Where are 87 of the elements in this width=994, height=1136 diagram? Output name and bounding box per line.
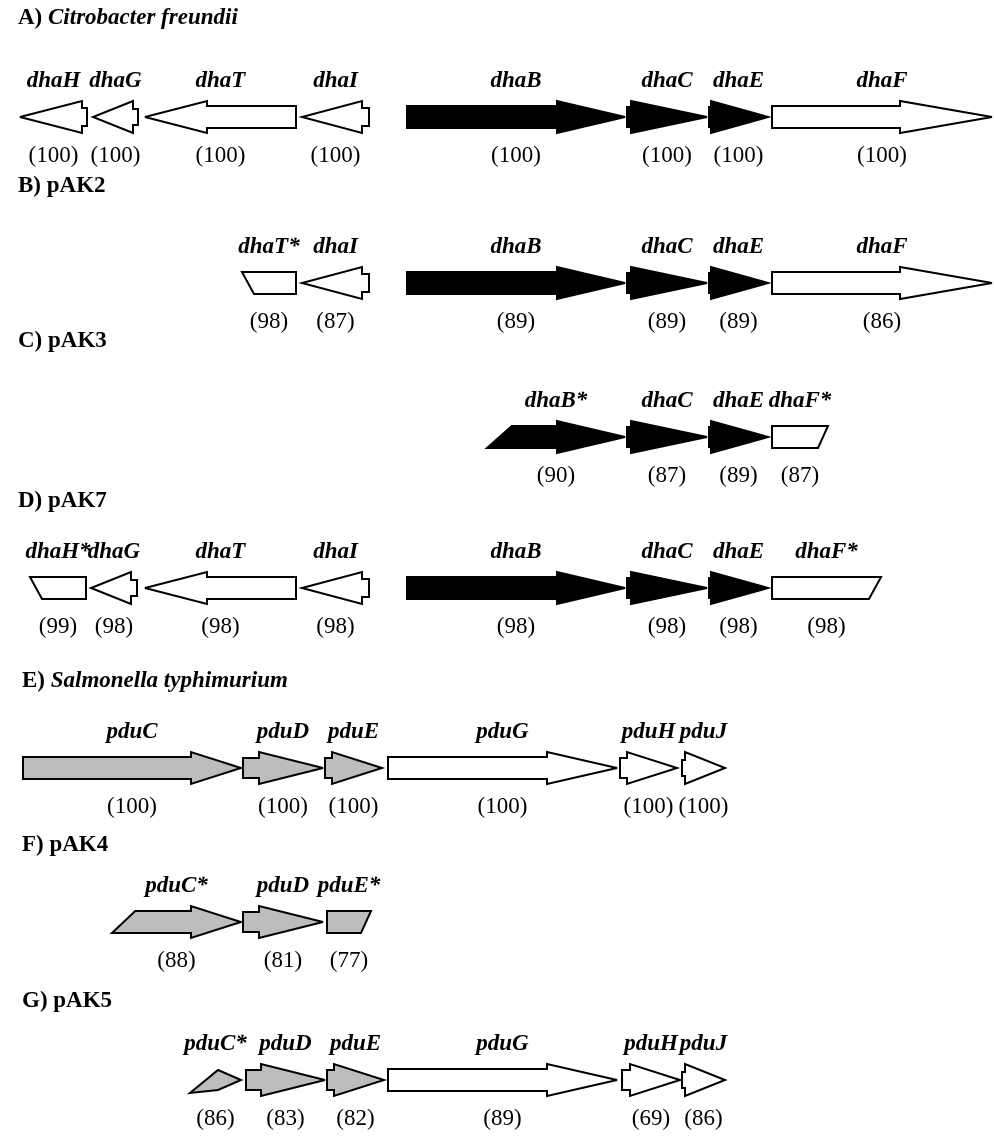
identity-percent: (89) <box>483 1105 522 1131</box>
gene-name: pduJ <box>679 718 728 744</box>
gene-name: pduC* <box>145 872 208 898</box>
identity-percent: (89) <box>719 308 758 334</box>
gene-name: dhaT <box>195 67 246 93</box>
gene-name: pduH <box>624 1030 678 1056</box>
gene-name: dhaF <box>856 67 908 93</box>
identity-percent: (81) <box>263 947 303 973</box>
gene-name: dhaG <box>89 67 142 93</box>
identity-percent: (100) <box>678 793 729 819</box>
gene-name: pduD <box>259 1030 312 1056</box>
identity-percent: (100) <box>623 793 674 819</box>
gene-name: pduD <box>256 718 310 744</box>
identity-percent: (89) <box>496 308 536 334</box>
identity-percent: (77) <box>329 947 369 973</box>
gene-name: pduG <box>476 718 529 744</box>
identity-percent: (87) <box>647 462 687 488</box>
panel-title: C) pAK3 <box>18 327 107 353</box>
gene-name: dhaI <box>313 67 358 93</box>
identity-percent: (100) <box>258 793 308 819</box>
gene-name: dhaI <box>313 233 358 259</box>
identity-percent: (98) <box>807 613 846 639</box>
gene-name: pduJ <box>679 1030 728 1056</box>
gene-name: pduD <box>256 872 310 898</box>
gene-name: dhaE <box>712 538 765 564</box>
identity-percent: (98) <box>316 613 355 639</box>
identity-percent: (100) <box>491 142 541 168</box>
panel-title: B) pAK2 <box>18 172 106 198</box>
identity-percent: (100) <box>642 142 692 168</box>
gene-name: dhaC <box>641 233 693 259</box>
gene-name: dhaE <box>712 67 765 93</box>
identity-percent: (98) <box>647 613 687 639</box>
identity-percent: (98) <box>94 613 134 639</box>
identity-percent: (100) <box>28 142 79 168</box>
identity-percent: (83) <box>266 1105 305 1131</box>
identity-percent: (86) <box>684 1105 723 1131</box>
gene-name: dhaH <box>26 67 81 93</box>
gene-name: dhaB <box>490 538 542 564</box>
panel-title: D) pAK7 <box>18 487 107 513</box>
gene-name: pduE <box>329 1030 382 1056</box>
panel-title: G) pAK5 <box>22 987 113 1013</box>
panel-title: A) Citrobacter freundii <box>18 4 238 30</box>
panel-title: F) pAK4 <box>22 831 109 857</box>
identity-percent: (99) <box>38 613 78 639</box>
identity-percent: (98) <box>249 308 289 334</box>
identity-percent: (100) <box>107 793 157 819</box>
identity-percent: (98) <box>201 613 240 639</box>
identity-percent: (100) <box>477 793 528 819</box>
gene-name: pduE* <box>317 872 381 898</box>
gene-name: dhaT* <box>238 233 300 259</box>
identity-percent: (98) <box>496 613 536 639</box>
gene-name: dhaF <box>856 233 908 259</box>
gene-name: pduG <box>476 1030 529 1056</box>
gene-name: dhaT <box>195 538 246 564</box>
identity-percent: (86) <box>196 1105 235 1131</box>
gene-name: dhaE <box>712 387 765 413</box>
identity-percent: (86) <box>862 308 902 334</box>
gene-name: dhaB <box>490 233 542 259</box>
identity-percent: (69) <box>631 1105 671 1131</box>
panel-title: E) Salmonella typhimurium <box>22 667 288 693</box>
identity-percent: (87) <box>780 462 820 488</box>
identity-percent: (82) <box>336 1105 375 1131</box>
gene-name: dhaF* <box>795 538 858 564</box>
identity-percent: (90) <box>536 462 576 488</box>
identity-percent: (98) <box>719 613 758 639</box>
gene-name: dhaE <box>712 233 765 259</box>
gene-name: dhaI <box>313 538 358 564</box>
identity-percent: (100) <box>90 142 141 168</box>
gene-name: dhaF* <box>768 387 832 413</box>
gene-name: dhaC <box>641 538 693 564</box>
gene-name: pduE <box>327 718 380 744</box>
gene-name: pduC* <box>184 1030 247 1056</box>
gene-name: pduC <box>106 718 158 744</box>
gene-name: dhaB <box>490 67 542 93</box>
identity-percent: (100) <box>328 793 379 819</box>
identity-percent: (89) <box>647 308 687 334</box>
gene-name: dhaC <box>641 387 693 413</box>
identity-percent: (100) <box>195 142 246 168</box>
gene-name: dhaC <box>641 67 693 93</box>
identity-percent: (100) <box>310 142 361 168</box>
gene-name: dhaB* <box>524 387 588 413</box>
gene-name: pduH <box>621 718 676 744</box>
identity-percent: (88) <box>157 947 196 973</box>
identity-percent: (100) <box>713 142 764 168</box>
identity-percent: (100) <box>857 142 907 168</box>
identity-percent: (87) <box>316 308 355 334</box>
identity-percent: (89) <box>719 462 758 488</box>
